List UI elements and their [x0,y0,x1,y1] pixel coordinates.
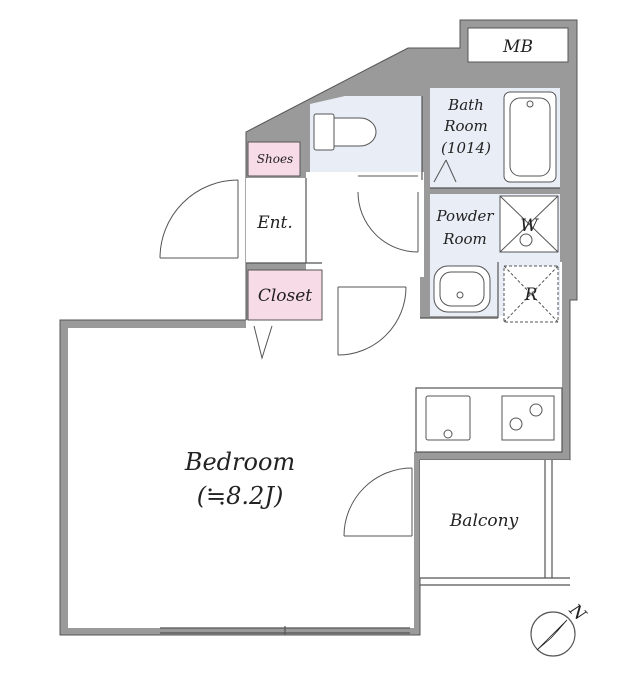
powder-label-line2: Room [442,230,487,248]
entrance-floor [246,178,306,263]
shoes-closet-floor [247,141,301,177]
toilet-tank [313,113,335,151]
compass: N [530,600,590,657]
burner-2 [509,417,523,431]
powder-label-line1: Powder [435,207,494,225]
bedroom-size-label: (≒8.2J) [197,482,284,510]
fixtures [313,91,559,441]
balcony-door-swing [343,467,413,537]
stove [501,395,555,441]
burner-1 [529,403,543,417]
toilet-bowl [333,117,377,147]
balcony-label: Balcony [449,511,519,531]
meter-box-label: MB [502,37,533,57]
toilet-door-swing [357,191,419,253]
hall-floor [306,172,424,277]
hall-door-swing [337,286,407,356]
meter-box-floor [467,27,569,63]
bedroom-label: Bedroom [184,448,295,476]
closet-floor [247,269,323,321]
bath-label-line2: Room [443,117,488,135]
bath-label-line1: Bath [447,96,484,114]
washer-label: W [520,216,539,236]
entrance-label: Ent. [256,213,293,233]
bath-label-line3: (1014) [441,139,491,157]
doors [159,159,457,537]
kitchen-sink [425,395,471,441]
refrigerator-label: R [524,285,538,305]
shoes-label: Shoes [257,152,293,166]
bedroom-floor [68,262,562,628]
closet-label: Closet [258,286,312,306]
room-labels: MB Bath Room (1014) Shoes Ent. Powder Ro… [184,37,539,531]
entrance-door-swing [159,179,239,259]
